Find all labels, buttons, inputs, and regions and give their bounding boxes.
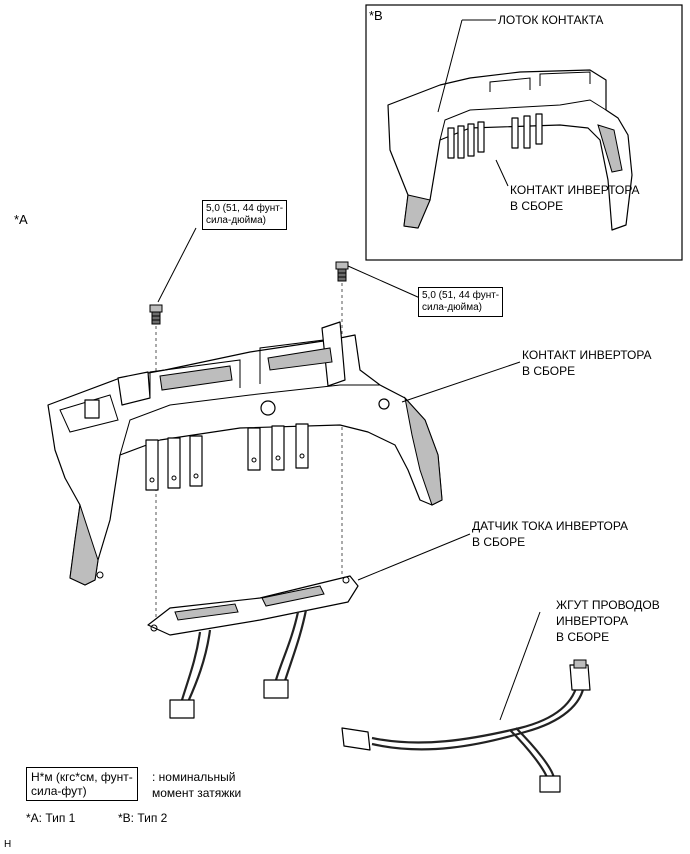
label-inset-contact-line2: В СБОРЕ	[510, 199, 564, 213]
label-sensor-line2: В СБОРЕ	[472, 535, 526, 549]
legend-type-b: *B: Тип 2	[118, 811, 168, 825]
label-harness-line1: ЖГУТ ПРОВОДОВ	[556, 598, 660, 612]
legend-desc-line2: момент затяжки	[152, 786, 242, 800]
main-tag: *A	[14, 212, 28, 227]
bolt-right	[335, 261, 349, 282]
legend-desc-line1: : номинальный	[152, 770, 236, 784]
inset-contact-assembly	[387, 69, 633, 231]
torque-box-left: 5,0 (51, 44 фунт- сила-дюйма)	[202, 200, 288, 230]
current-sensor-assembly	[147, 575, 359, 719]
main-contact-assembly	[47, 321, 443, 586]
label-contact-line2: В СБОРЕ	[522, 364, 576, 378]
inset-frame	[365, 4, 683, 261]
legend-unit-box: Н*м (кгс*см, фунт- сила-фут)	[26, 767, 138, 801]
label-contact-tray: ЛОТОК КОНТАКТА	[498, 13, 604, 27]
legend-unit-line1: Н*м (кгс*см, фунт-	[31, 770, 133, 784]
label-inset-contact-line1: КОНТАКТ ИНВЕРТОРА	[510, 183, 640, 197]
torque-right-line2: сила-дюйма)	[422, 302, 482, 313]
inset-tag: *B	[369, 8, 383, 23]
label-harness-line2: ИНВЕРТОРА	[556, 614, 629, 628]
torque-left-line1: 5,0 (51, 44 фунт-	[206, 203, 284, 214]
label-harness-line3: В СБОРЕ	[556, 630, 610, 644]
torque-right-line1: 5,0 (51, 44 фунт-	[422, 290, 500, 301]
label-sensor-line1: ДАТЧИК ТОКА ИНВЕРТОРА	[472, 519, 629, 533]
label-contact-line1: КОНТАКТ ИНВЕРТОРА	[522, 348, 652, 362]
legend-type-a: *A: Тип 1	[26, 811, 76, 825]
wire-harness	[341, 659, 591, 793]
torque-left-line2: сила-дюйма)	[206, 215, 266, 226]
torque-box-right: 5,0 (51, 44 фунт- сила-дюйма)	[418, 287, 504, 317]
legend-unit-line2: сила-фут)	[31, 784, 87, 798]
footer-code: H	[4, 839, 12, 850]
bolt-left	[149, 304, 163, 325]
